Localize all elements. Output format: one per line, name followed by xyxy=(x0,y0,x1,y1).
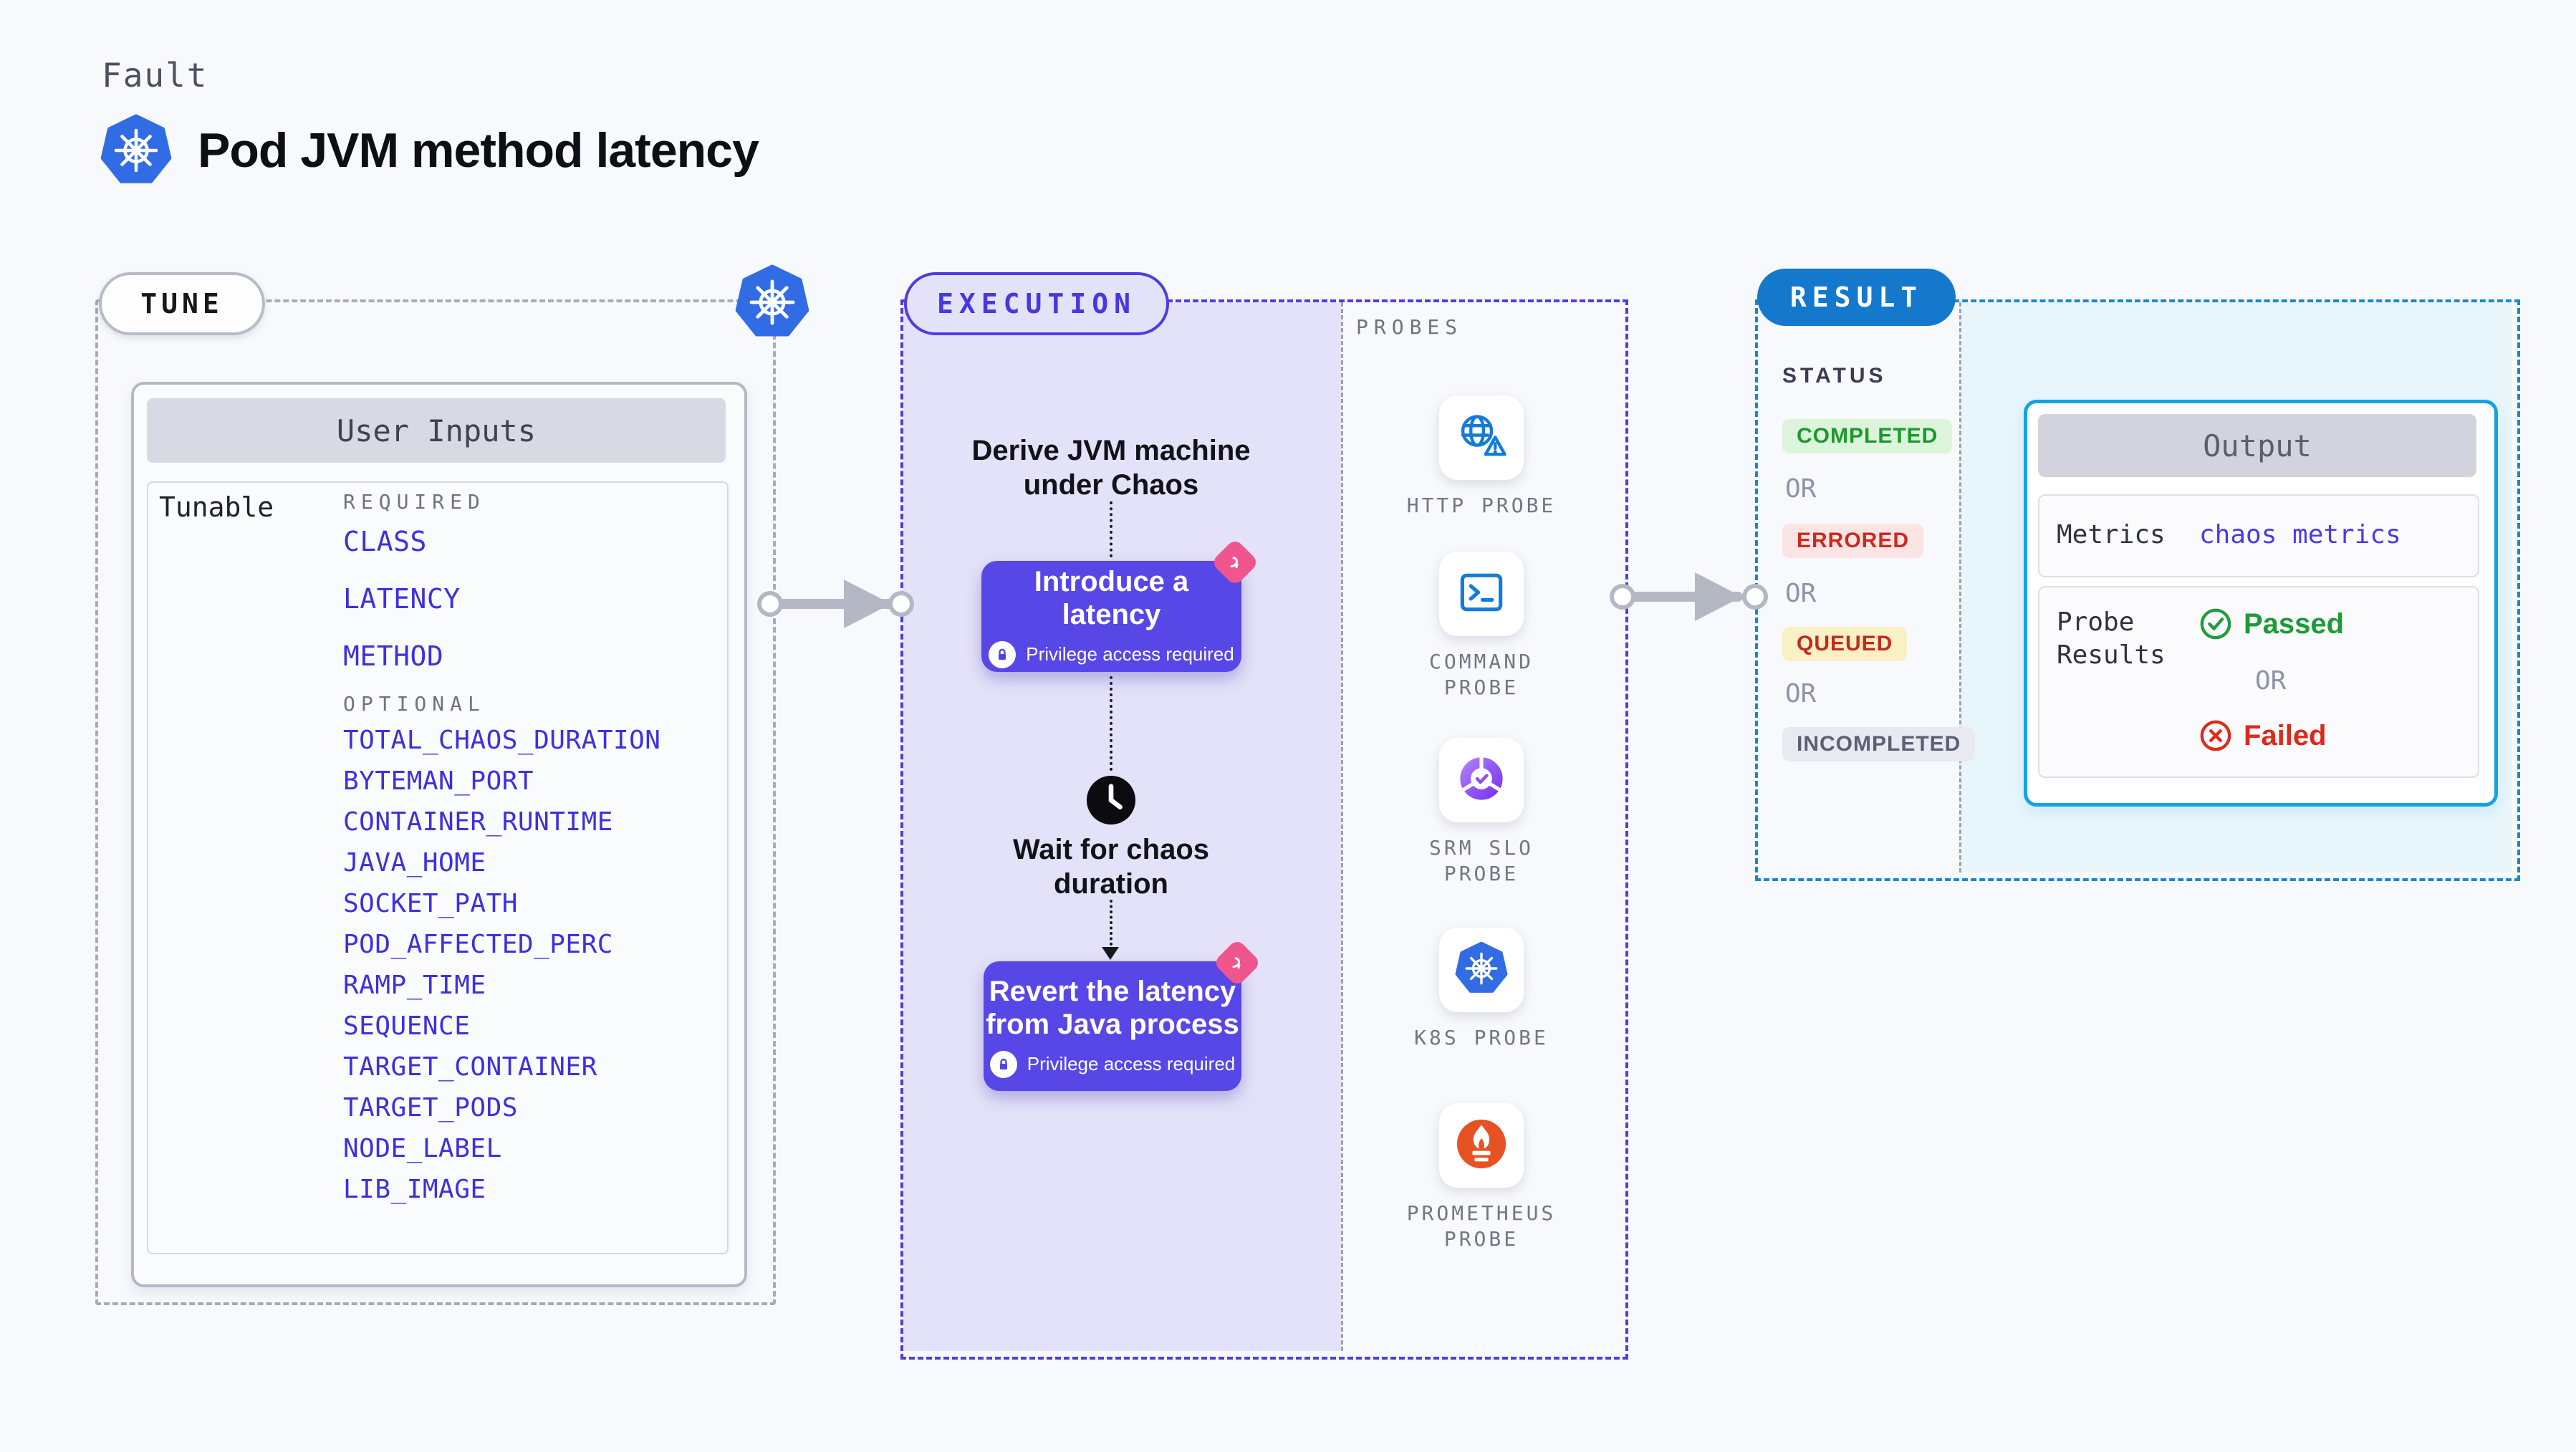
user-inputs-title: User Inputs xyxy=(147,398,726,463)
failed-result: Failed xyxy=(2199,719,2327,752)
probe-label: SRM SLO PROBE xyxy=(1428,836,1534,885)
probe-results-row xyxy=(2038,586,2479,778)
tunable-field: TOTAL_CHAOS_DURATION xyxy=(343,726,661,755)
probe-label: HTTP PROBE xyxy=(1406,494,1557,517)
kubernetes-icon xyxy=(1455,941,1508,999)
tune-section-box xyxy=(95,299,776,1305)
tunable-field: JAVA_HOME xyxy=(343,848,486,878)
required-group-label: REQUIRED xyxy=(343,490,486,514)
optional-fields-list: TOTAL_CHAOS_DURATION BYTEMAN_PORT CONTAI… xyxy=(343,728,660,1203)
status-badge-errored: ERRORED xyxy=(1782,524,1924,558)
tunable-field: CONTAINER_RUNTIME xyxy=(343,807,613,837)
revert-latency-step: Revert the latency from Java process Pri… xyxy=(984,961,1241,1091)
probes-header: PROBES xyxy=(1356,315,1464,339)
page-header: Pod JVM method latency xyxy=(100,113,759,188)
status-output-divider-line xyxy=(1959,302,1961,872)
passed-result: Passed xyxy=(2199,607,2344,640)
step-title: Revert the latency from Java process xyxy=(986,975,1239,1040)
execution-badge: EXECUTION xyxy=(904,272,1169,335)
metrics-row xyxy=(2038,494,2479,577)
user-inputs-card xyxy=(131,382,747,1287)
lock-icon xyxy=(989,640,1017,668)
tunable-field: POD_AFFECTED_PERC xyxy=(343,930,613,959)
probe-label: PROMETHEUS PROBE xyxy=(1406,1201,1557,1251)
or-separator: OR xyxy=(1785,679,1817,708)
srm-slo-probe-card xyxy=(1439,738,1524,822)
tune-badge: TUNE xyxy=(99,272,265,335)
prometheus-flame-icon xyxy=(1455,1117,1508,1174)
prometheus-probe-card xyxy=(1439,1103,1524,1188)
tunable-field: CLASS xyxy=(343,526,427,557)
step-title: Introduce a latency xyxy=(1034,565,1189,630)
step-connector xyxy=(1110,900,1112,946)
user-inputs-list-box xyxy=(147,481,729,1254)
step-wait-duration: Wait for chaos duration xyxy=(1012,834,1210,900)
page-title: Pod JVM method latency xyxy=(198,123,759,178)
terminal-icon xyxy=(1455,566,1508,622)
globe-alert-icon xyxy=(1455,410,1508,466)
tunable-field: METHOD xyxy=(343,640,444,672)
tunable-field: NODE_LABEL xyxy=(343,1134,502,1163)
status-header: STATUS xyxy=(1782,364,1887,388)
privilege-note: Privilege access required xyxy=(989,1050,1235,1078)
chaos-hook-icon xyxy=(1211,538,1259,587)
result-badge: RESULT xyxy=(1757,269,1956,326)
execution-section-box xyxy=(900,299,1628,1360)
tunable-field: RAMP_TIME xyxy=(343,971,486,1000)
privilege-note: Privilege access required xyxy=(989,640,1234,668)
donut-check-icon xyxy=(1455,752,1508,809)
k8s-probe-card xyxy=(1439,928,1524,1012)
step-derive-jvm: Derive JVM machine under Chaos xyxy=(971,435,1251,501)
tunable-field: SEQUENCE xyxy=(343,1011,471,1041)
lock-icon xyxy=(989,1050,1017,1078)
tunable-row-label: Tunable xyxy=(159,491,274,523)
step-connector xyxy=(1110,676,1112,771)
status-badge-incompleted: INCOMPLETED xyxy=(1782,727,1976,761)
metrics-label: Metrics xyxy=(2057,520,2166,549)
probe-results-label: Probe Results xyxy=(2057,607,2166,670)
x-circle-icon xyxy=(2199,719,2232,752)
clock-icon xyxy=(1085,774,1138,827)
tunable-field: SOCKET_PATH xyxy=(343,889,518,918)
http-probe-card xyxy=(1439,395,1524,480)
tunable-field: TARGET_CONTAINER xyxy=(343,1052,597,1082)
probes-divider-line xyxy=(1341,302,1343,1351)
tunable-field: LATENCY xyxy=(343,583,461,615)
optional-group-label: OPTIONAL xyxy=(343,692,486,716)
or-separator: OR xyxy=(1785,474,1817,504)
metrics-value-link: chaos metrics xyxy=(2199,520,2401,549)
execution-lane-background xyxy=(903,302,1341,1351)
command-probe-card xyxy=(1439,552,1524,636)
probe-label: COMMAND PROBE xyxy=(1428,650,1534,699)
output-title: Output xyxy=(2038,414,2476,477)
or-separator: OR xyxy=(1785,579,1817,608)
required-fields-list: CLASS LATENCY METHOD xyxy=(343,527,461,671)
probe-label: K8S PROBE xyxy=(1414,1026,1549,1049)
or-separator: OR xyxy=(2255,666,2287,696)
status-badge-completed: COMPLETED xyxy=(1782,419,1953,453)
kubernetes-icon xyxy=(100,113,172,188)
fault-kind-label: Fault xyxy=(102,56,208,95)
tunable-field: BYTEMAN_PORT xyxy=(343,766,534,796)
tunable-field: LIB_IMAGE xyxy=(343,1175,486,1204)
chaos-hook-icon xyxy=(1213,938,1261,987)
check-circle-icon xyxy=(2199,607,2232,640)
status-badge-queued: QUEUED xyxy=(1782,627,1908,661)
step-connector xyxy=(1110,501,1112,557)
introduce-latency-step: Introduce a latency Privilege access req… xyxy=(981,561,1241,672)
arrow-down-icon xyxy=(1102,947,1119,960)
kubernetes-icon xyxy=(735,264,809,341)
tunable-field: TARGET_PODS xyxy=(343,1093,518,1122)
